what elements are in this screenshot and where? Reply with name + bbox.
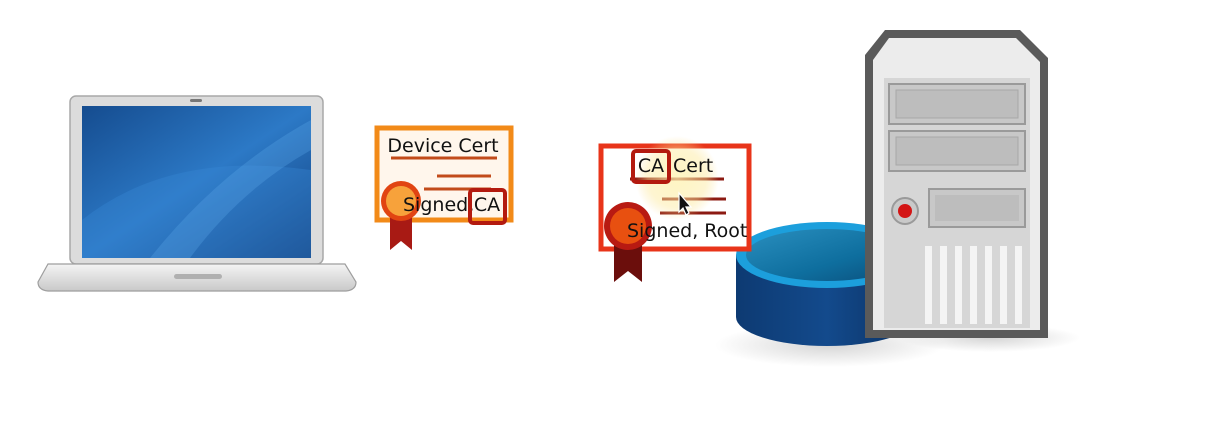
ca-cert-signature: Signed, Root: [627, 220, 747, 242]
signer-highlight-box: [468, 188, 507, 225]
ribbon-seal-icon: [381, 181, 421, 250]
ca-cert: CA Cert Signed, Root: [598, 136, 752, 282]
laptop-screen: [82, 106, 311, 258]
laptop-icon: [37, 95, 357, 292]
ca-cert-title-rest: Cert: [673, 155, 713, 177]
device-cert-signed-label: Signed,: [403, 194, 474, 216]
device-cert-signer: CA: [474, 194, 500, 216]
cursor-highlight: [635, 136, 719, 220]
device-cert: Device Cert Signed, CA: [374, 125, 514, 250]
mouse-cursor-icon: [678, 191, 693, 216]
server-icon: [865, 30, 1080, 352]
issuer-highlight-box: [631, 149, 671, 184]
ribbon-seal-icon: [604, 202, 652, 282]
ca-cert-title-highlight: CA: [638, 155, 664, 177]
device-cert-title: Device Cert: [387, 135, 498, 157]
